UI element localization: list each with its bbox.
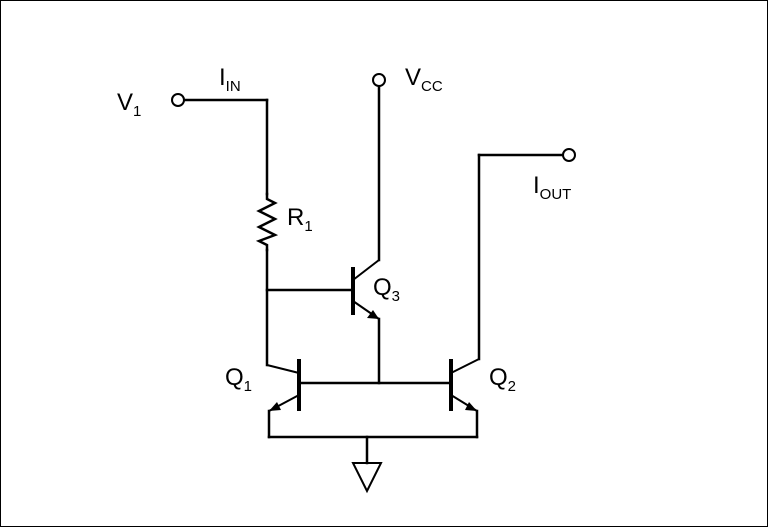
q1-label: Q1: [225, 364, 252, 395]
resistor-r1: [255, 192, 279, 252]
ground-rail: [267, 409, 479, 465]
iout-terminal: [562, 148, 576, 162]
vcc-label: VCC: [405, 64, 443, 95]
input-wire: [182, 98, 269, 196]
output-wire: [477, 153, 565, 361]
vcc-terminal: [372, 73, 386, 87]
v1-terminal: [171, 93, 185, 107]
r1-label: R1: [287, 204, 313, 235]
iout-label: IOUT: [533, 172, 571, 203]
q2-label: Q2: [489, 364, 516, 395]
v1-label: V1: [117, 89, 141, 120]
ground-symbol: [351, 462, 383, 494]
q3-label: Q3: [373, 274, 400, 305]
r1-to-q1-wire: [265, 248, 353, 367]
transistor-q2: [449, 358, 480, 412]
transistor-q1: [266, 359, 301, 412]
transistor-q3: [351, 259, 380, 320]
iin-label: IIN: [219, 64, 241, 95]
